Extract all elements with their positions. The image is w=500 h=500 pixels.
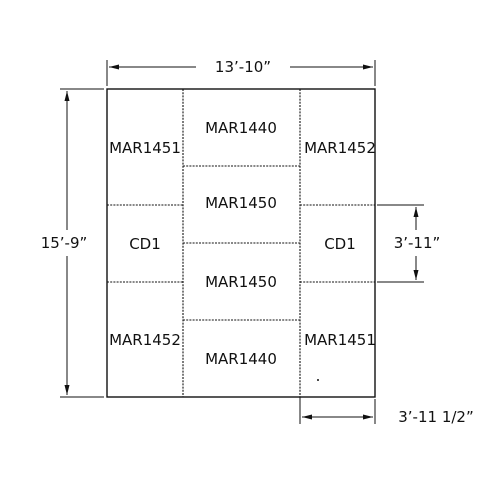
panel-label-left-top: MAR1451 bbox=[109, 139, 181, 157]
height-dimension bbox=[60, 88, 104, 398]
panel-label-right-bottom: MAR1451 bbox=[304, 331, 376, 349]
panel-label-left-bottom: MAR1452 bbox=[109, 331, 181, 349]
panel-label-left-middle: CD1 bbox=[129, 235, 161, 253]
width-dimension bbox=[106, 60, 376, 86]
panel-label-center-2: MAR1450 bbox=[205, 194, 277, 212]
panel-label-center-1: MAR1440 bbox=[205, 119, 277, 137]
panel-label-right-middle: CD1 bbox=[324, 235, 356, 253]
cd-height-dimension bbox=[377, 204, 424, 283]
height-dimension-label: 15’-9” bbox=[41, 234, 88, 252]
right-column-width-dimension-label: 3’-11 1/2” bbox=[398, 408, 474, 426]
panel-label-center-3: MAR1450 bbox=[205, 273, 277, 291]
cd-height-dimension-label: 3’-11” bbox=[394, 234, 441, 252]
width-dimension-label: 13’-10” bbox=[215, 58, 271, 76]
outer-boundary bbox=[106, 88, 376, 398]
panel-label-center-4: MAR1440 bbox=[205, 350, 277, 368]
panel-label-right-top: MAR1452 bbox=[304, 139, 376, 157]
small-mark bbox=[317, 379, 319, 381]
right-column-width-dimension bbox=[299, 397, 376, 424]
